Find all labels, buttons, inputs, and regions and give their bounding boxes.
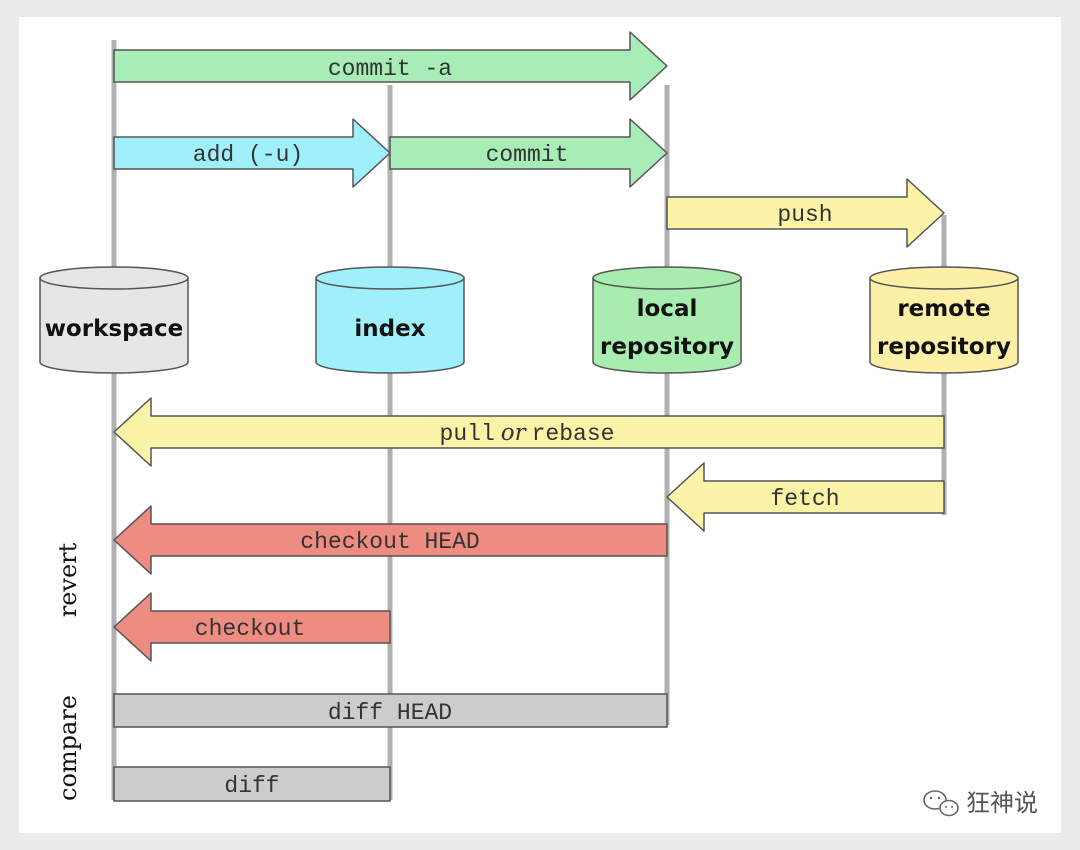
add-arrow-shape [113, 118, 391, 188]
add-label: add (-u) [193, 142, 303, 168]
checkout-head-label: checkout HEAD [300, 529, 479, 555]
index-cylinder-body [315, 277, 465, 374]
checkout-head-arrow: checkout HEAD [113, 505, 668, 575]
pull-label: pull [440, 421, 495, 447]
diff-bar: diff [113, 766, 391, 802]
commit-label: commit [486, 142, 569, 168]
wechat-icon [923, 790, 959, 817]
index-label: index [354, 316, 425, 342]
remote-repository-label-line2: repository [877, 334, 1011, 360]
fetch-arrow-shape [666, 462, 945, 532]
store-index: index [315, 266, 465, 374]
diff-label: diff [224, 773, 279, 799]
local-repository-cylinder-top [592, 266, 742, 290]
fetch-arrow: fetch [666, 462, 945, 532]
watermark: 狂神说 [923, 789, 1038, 817]
rebase-label: rebase [532, 421, 615, 447]
push-label: push [777, 202, 832, 228]
store-workspace: workspace [39, 266, 189, 374]
index-cylinder-top [315, 266, 465, 290]
checkout-arrow-shape [113, 592, 391, 662]
local-repository-label-line2: repository [600, 334, 734, 360]
remote-repository-cylinder-top [869, 266, 1019, 290]
push-arrow-shape [666, 178, 945, 248]
local-repository-cylinder-body [592, 277, 742, 374]
diff-bar-shape [113, 766, 391, 802]
push-arrow: push [666, 178, 945, 248]
diff-head-label: diff HEAD [328, 700, 452, 726]
commit-arrow: commit [389, 118, 668, 188]
workspace-label: workspace [45, 316, 184, 342]
commit-a-label: commit -a [328, 56, 452, 82]
remote-repository-label-line1: remote [897, 296, 990, 322]
checkout-label: checkout [195, 616, 305, 642]
workspace-cylinder-body [39, 277, 189, 374]
remote-repository-cylinder-body [869, 277, 1019, 374]
commit-a-arrow-shape [113, 31, 668, 101]
pull-or-rebase-arrow-shape [113, 397, 945, 467]
store-local-repository: local repository [592, 266, 742, 374]
watermark-text: 狂神说 [966, 789, 1038, 817]
checkout-arrow: checkout [113, 592, 391, 662]
local-repository-label-line1: local [637, 296, 698, 322]
workspace-cylinder-top [39, 266, 189, 290]
revert-side-label: revert [54, 542, 82, 617]
add-arrow: add (-u) [113, 118, 391, 188]
compare-side-label: compare [54, 695, 82, 801]
commit-arrow-shape [389, 118, 668, 188]
diff-head-bar-shape [113, 693, 668, 728]
fetch-label: fetch [770, 486, 839, 512]
or-label: or [501, 420, 528, 446]
commit-a-arrow: commit -a [113, 31, 668, 101]
checkout-head-arrow-shape [113, 505, 668, 575]
diff-head-bar: diff HEAD [113, 693, 668, 728]
store-remote-repository: remote repository [869, 266, 1019, 374]
